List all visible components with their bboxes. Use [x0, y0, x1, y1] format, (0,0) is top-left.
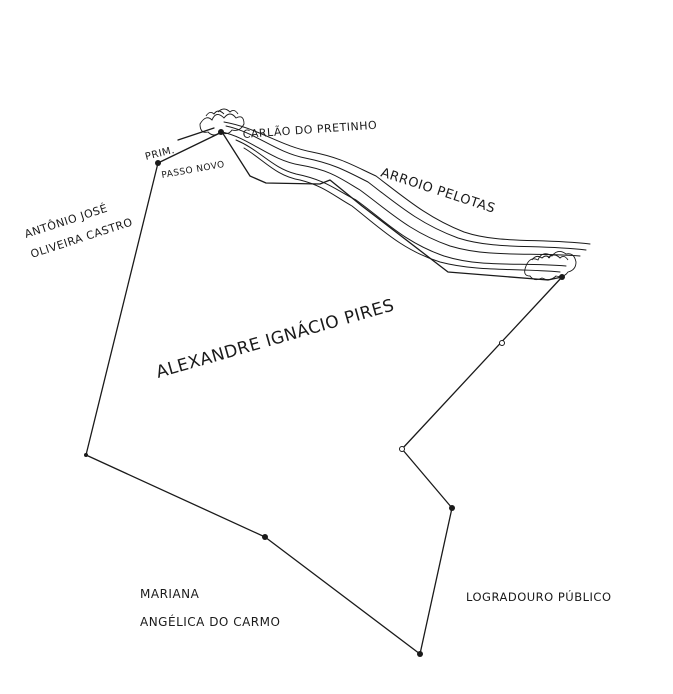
vertex-marker: [500, 341, 505, 346]
vertex-marker: [417, 651, 423, 657]
vertex-marker: [559, 274, 565, 280]
vertex-marker: [449, 505, 455, 511]
point-passo-label: PASSO NOVO: [161, 160, 226, 181]
owner-label: ALEXANDRE IGNÁCIO PIRES: [153, 294, 396, 383]
neighbor-southwest-line2: ANGÉLICA DO CARMO: [140, 614, 280, 629]
vertex-marker: [262, 534, 268, 540]
point-prim-label: PRIM.: [144, 145, 176, 163]
vertex-marker: [155, 160, 161, 166]
stream-lines: [222, 122, 590, 272]
neighbor-southeast-label: LOGRADOURO PÚBLICO: [466, 589, 612, 604]
neighbor-southwest-line1: MARIANA: [140, 587, 200, 601]
point-north-label: CARLÃO DO PRETINHO: [242, 119, 377, 141]
vertex-marker: [218, 129, 224, 135]
vertex-marker: [84, 453, 88, 457]
vertex-marker: [400, 447, 405, 452]
